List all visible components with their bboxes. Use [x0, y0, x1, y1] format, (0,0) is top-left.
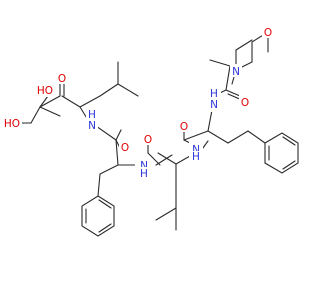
bond: [39, 95, 61, 108]
bond: [61, 95, 81, 108]
bond: [30, 106, 41, 124]
atom-label-o: O: [241, 97, 249, 109]
structure-canvas: HO HO O O O O O O N H N H N H N H N: [2, 25, 299, 237]
bond: [39, 106, 61, 117]
atom-label-ho: HO: [37, 85, 53, 97]
bond: [209, 59, 231, 67]
bond: [207, 130, 229, 144]
atom-labels: HO HO O O O O O O N H N H N H N H N: [2, 25, 274, 180]
bond: [98, 223, 112, 233]
atom-label-n: N: [210, 99, 218, 111]
bond: [183, 130, 209, 141]
bond: [97, 173, 101, 197]
phenylalanine-fragment: [81, 125, 137, 237]
atom-label-o: O: [264, 27, 272, 39]
atom-label-o: O: [58, 73, 66, 85]
bond: [247, 130, 266, 144]
atom-label-n: N: [88, 120, 96, 132]
bond: [98, 199, 112, 209]
benzene-ring: [81, 195, 115, 237]
bond: [282, 160, 296, 170]
bond: [235, 39, 253, 51]
bond: [155, 207, 177, 221]
atom-label-o: O: [144, 134, 152, 146]
molecule-structure: HO HO O O O O O O N H N H N H N H N: [2, 25, 299, 237]
bond: [225, 89, 241, 97]
bond: [115, 129, 122, 141]
atom-label-ho: HO: [4, 118, 20, 130]
atom-label-n: N: [140, 160, 148, 172]
bond: [79, 95, 101, 108]
leucine-fragment: [147, 143, 191, 231]
atom-label-o: O: [121, 142, 129, 154]
homophenylalanine-fragment: [183, 109, 299, 174]
atom-label-h: H: [88, 109, 96, 121]
atom-label-n: N: [232, 66, 240, 78]
bond: [147, 152, 161, 166]
bond: [227, 130, 249, 144]
bond: [95, 125, 117, 141]
bond: [99, 164, 119, 175]
atom-label-o: O: [180, 121, 188, 133]
bond: [117, 83, 139, 97]
bond: [99, 83, 119, 97]
bond: [175, 155, 191, 165]
bond: [225, 65, 231, 91]
atom-label-h: H: [192, 151, 200, 163]
bond: [115, 139, 119, 166]
benzene-ring: [264, 132, 299, 174]
atom-label-h: H: [210, 88, 218, 100]
bond: [39, 95, 49, 108]
atom-label-h: H: [140, 168, 148, 180]
atom-label-n: N: [192, 144, 200, 156]
bond: [157, 152, 177, 165]
bond: [207, 109, 213, 132]
bond: [282, 136, 296, 146]
